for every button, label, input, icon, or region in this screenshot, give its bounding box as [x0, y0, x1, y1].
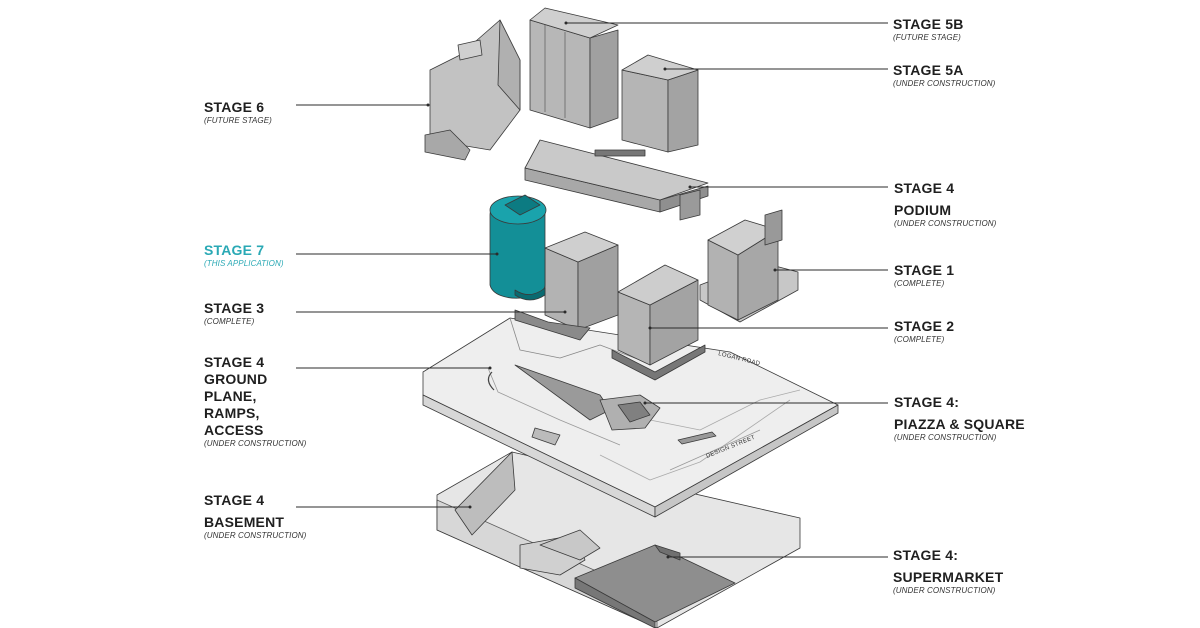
label-title-2: PIAZZA & SQUARE — [894, 416, 1025, 432]
supermarket-model — [574, 544, 736, 628]
label-status: (THIS APPLICATION) — [204, 259, 284, 268]
stage5b-model — [529, 7, 619, 129]
label-status: (FUTURE STAGE) — [893, 33, 961, 42]
label-title: STAGE 5B — [893, 16, 964, 32]
label-title: STAGE 1 — [894, 262, 955, 278]
label-stage7: STAGE 7 (THIS APPLICATION) — [204, 242, 284, 268]
label-title: STAGE 7 — [204, 242, 265, 258]
label-title-2: PODIUM — [894, 202, 952, 218]
label-status: (UNDER CONSTRUCTION) — [894, 219, 997, 228]
label-stage1: STAGE 1 (COMPLETE) — [894, 262, 954, 288]
podium-model — [524, 139, 709, 221]
stage6-model — [424, 19, 521, 161]
ground-plane-model — [422, 317, 839, 518]
stage1-model — [699, 209, 799, 323]
label-title: STAGE 3 — [204, 300, 265, 316]
label-title: STAGE 4: — [894, 394, 960, 410]
label-stage5a: STAGE 5A (UNDER CONSTRUCTION) — [893, 62, 995, 88]
label-stage2: STAGE 2 (COMPLETE) — [894, 318, 954, 344]
label-title-2: BASEMENT — [204, 514, 285, 530]
stage7-model — [489, 194, 547, 301]
label-title: STAGE 4: — [893, 547, 959, 563]
label-status: (UNDER CONSTRUCTION) — [204, 531, 307, 540]
label-stage4-ground: STAGE 4 GROUND PLANE, RAMPS, ACCESS (UND… — [204, 354, 306, 448]
label-title: STAGE 5A — [893, 62, 964, 78]
label-status: (UNDER CONSTRUCTION) — [893, 586, 996, 595]
label-stage5b: STAGE 5B (FUTURE STAGE) — [893, 16, 964, 42]
label-title: STAGE 2 — [894, 318, 955, 334]
label-status: (UNDER CONSTRUCTION) — [893, 79, 996, 88]
stage5a-model — [621, 54, 699, 153]
label-title: STAGE 4 GROUND PLANE, RAMPS, ACCESS — [204, 354, 268, 438]
label-status: (FUTURE STAGE) — [204, 116, 272, 125]
label-status: (COMPLETE) — [894, 279, 945, 288]
label-title: STAGE 4 — [894, 180, 955, 196]
stage2-model — [611, 264, 706, 381]
label-title: STAGE 4 — [204, 492, 265, 508]
leader-lines — [296, 22, 888, 558]
label-status: (COMPLETE) — [204, 317, 255, 326]
label-title: STAGE 6 — [204, 99, 265, 115]
label-stage6: STAGE 6 (FUTURE STAGE) — [204, 99, 272, 125]
label-title-2: SUPERMARKET — [893, 569, 1004, 585]
label-status: (COMPLETE) — [894, 335, 945, 344]
label-stage3: STAGE 3 (COMPLETE) — [204, 300, 264, 326]
label-status: (UNDER CONSTRUCTION) — [894, 433, 997, 442]
label-stage4-basement: STAGE 4 BASEMENT (UNDER CONSTRUCTION) — [204, 492, 306, 540]
label-stage4-piazza: STAGE 4: PIAZZA & SQUARE (UNDER CONSTRUC… — [894, 394, 1025, 442]
label-stage4-supermarket: STAGE 4: SUPERMARKET (UNDER CONSTRUCTION… — [893, 547, 1003, 595]
label-status: (UNDER CONSTRUCTION) — [204, 439, 307, 448]
label-stage4-podium: STAGE 4 PODIUM (UNDER CONSTRUCTION) — [894, 180, 996, 228]
stage3-model — [514, 231, 619, 341]
